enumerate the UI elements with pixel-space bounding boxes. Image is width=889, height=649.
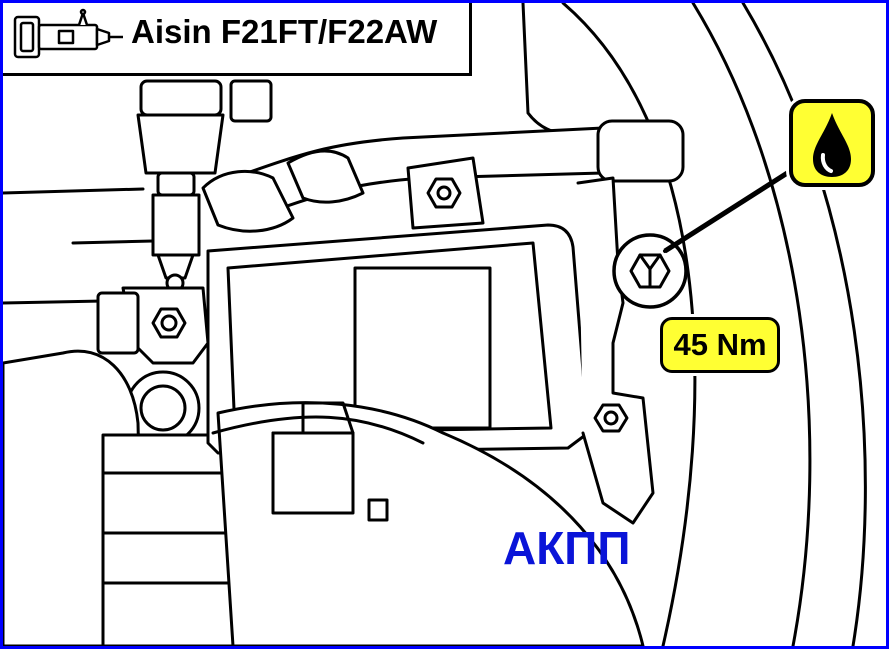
torque-label: 45 Nm	[660, 317, 780, 373]
component-label: АКПП	[503, 522, 631, 574]
oil-drop-icon	[813, 113, 851, 177]
header-panel: Aisin F21FT/F22AW	[3, 3, 472, 76]
transmission-icon	[13, 8, 123, 59]
oil-badge	[789, 99, 875, 187]
page-title: Aisin F21FT/F22AW	[131, 13, 438, 50]
mechanical-illustration	[3, 3, 867, 646]
